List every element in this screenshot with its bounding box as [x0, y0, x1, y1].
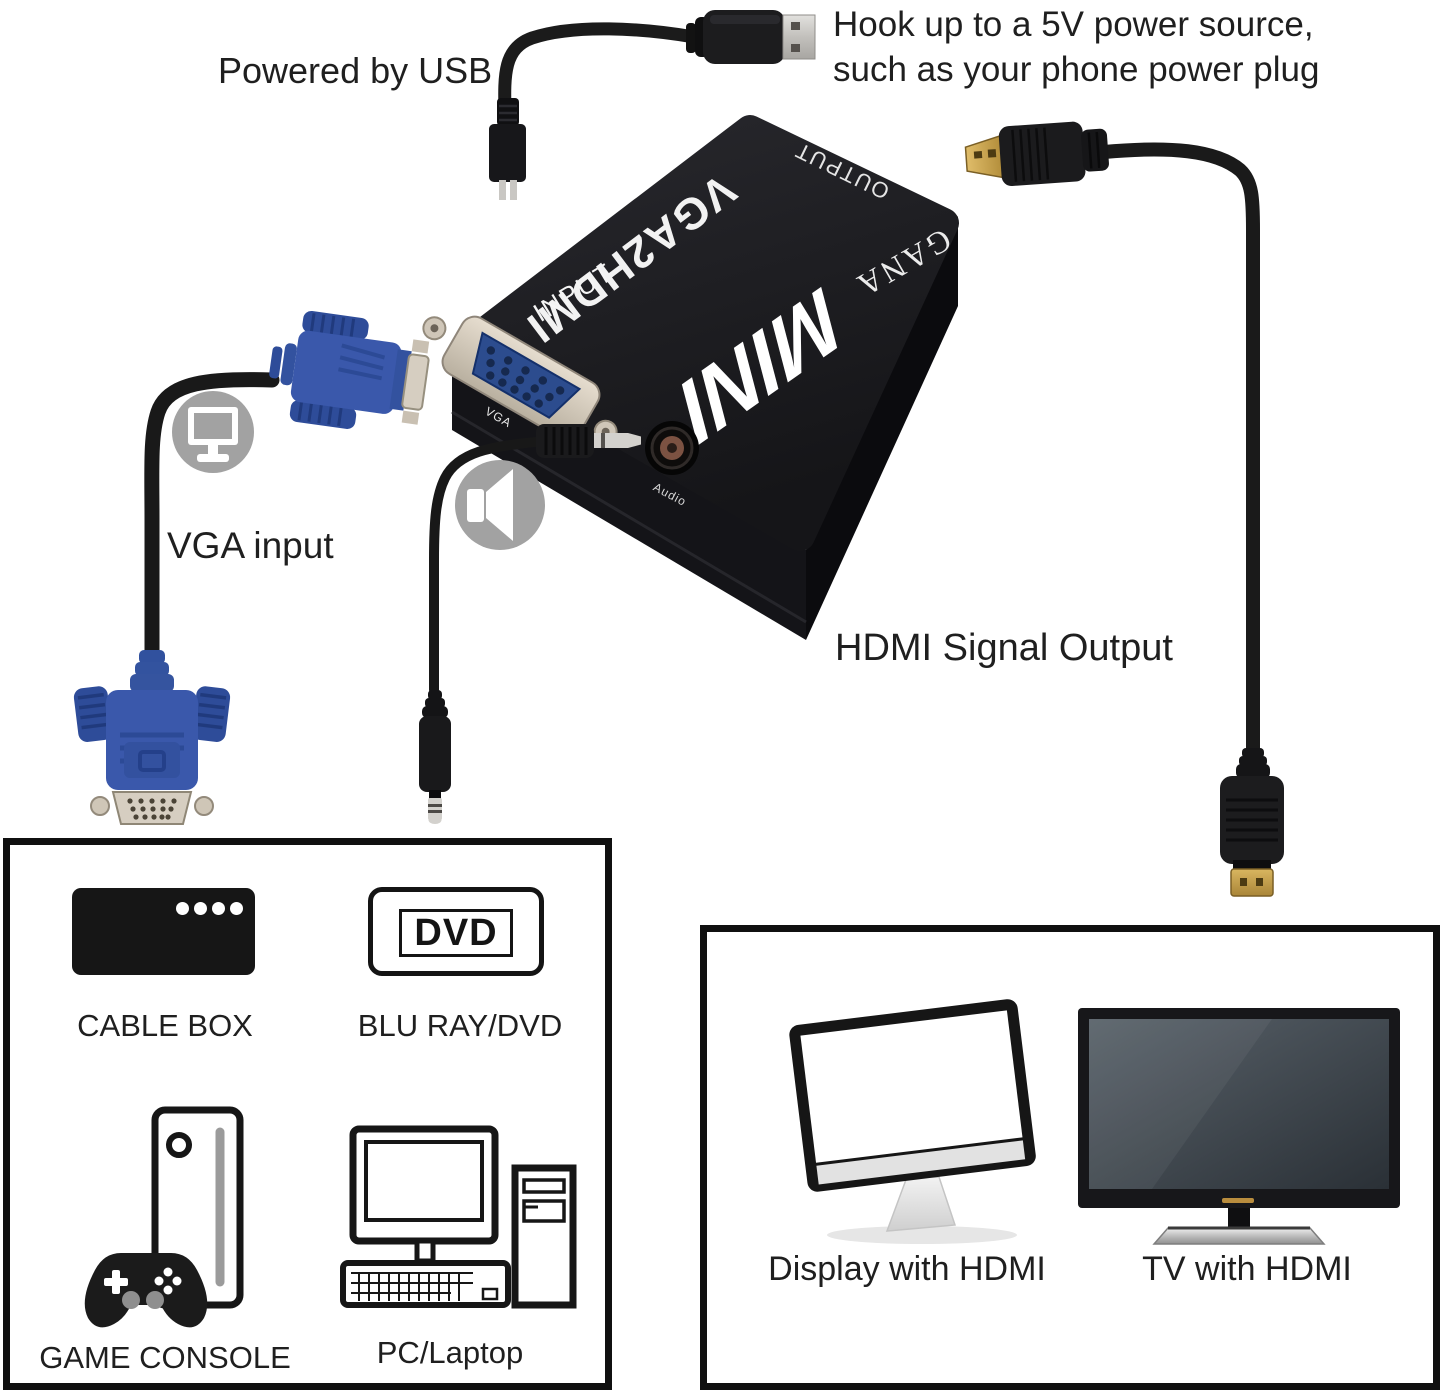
powered-by-usb-label: Powered by USB	[218, 50, 493, 91]
hdmi-plug-end-icon	[1220, 748, 1284, 897]
cable-box-led	[194, 902, 207, 915]
vga-plug-input-icon	[269, 310, 430, 429]
vga-cable-wire	[144, 372, 280, 658]
source-devices-panel: CABLE BOX DVD BLU RAY/DVD GAME CONSOLE	[3, 838, 612, 1390]
game-console-icon	[84, 1106, 244, 1328]
converter-device: VGA2HDMI MINI GANA OUTPUT INPUT VGA	[422, 115, 959, 640]
monitor-icon	[172, 391, 254, 473]
hdmi-output-cable	[964, 121, 1284, 897]
cable-box-led	[176, 902, 189, 915]
display-with-hdmi-label: Display with HDMI	[768, 1250, 1046, 1288]
desktop-pc-icon	[340, 1125, 577, 1309]
vga-input-label: VGA input	[167, 525, 334, 566]
tv-icon	[1078, 1008, 1400, 1245]
hdmi-signal-output-label: HDMI Signal Output	[835, 627, 1173, 669]
cable-box-led	[212, 902, 225, 915]
audio-cable	[419, 424, 641, 824]
cable-box-icon	[72, 888, 255, 975]
power-note-line1: Hook up to a 5V power source,	[833, 5, 1314, 44]
tv-with-hdmi-label: TV with HDMI	[1142, 1250, 1352, 1288]
vga-plug-end-icon	[73, 650, 231, 825]
device-right-face	[806, 216, 958, 640]
cable-box-label: CABLE BOX	[77, 1008, 253, 1043]
audio-cable-wire	[429, 437, 541, 695]
usb-a-plug-icon	[686, 10, 816, 64]
output-devices-panel: Display with HDMI TV with HDMI	[700, 925, 1440, 1390]
blu-ray-dvd-label: BLU RAY/DVD	[357, 1008, 563, 1043]
usb-cable-wire	[498, 22, 701, 119]
vga-input-cable	[73, 310, 430, 825]
converter-illustration: VGA2HDMI MINI GANA OUTPUT INPUT VGA	[73, 10, 1284, 897]
power-note-line2: such as your phone power plug	[833, 50, 1320, 89]
game-console-label: GAME CONSOLE	[39, 1340, 291, 1375]
cable-box-led	[230, 902, 243, 915]
usb-power-cable	[489, 10, 816, 200]
audio-plug-input-icon	[536, 424, 641, 458]
speaker-icon	[455, 460, 545, 550]
device-top-face	[453, 115, 959, 551]
audio-plug-end-icon	[419, 690, 451, 824]
dvd-logo-icon: DVD	[368, 887, 544, 976]
hdmi-cable-wire	[1097, 142, 1260, 761]
audio-port	[645, 421, 699, 475]
dvd-badge: DVD	[399, 909, 513, 957]
imac-display-icon	[789, 999, 1036, 1244]
mini-usb-plug-icon	[489, 98, 526, 200]
gamepad-icon	[84, 1253, 208, 1328]
pc-laptop-label: PC/Laptop	[376, 1335, 524, 1370]
hdmi-plug-output-icon	[964, 121, 1109, 187]
